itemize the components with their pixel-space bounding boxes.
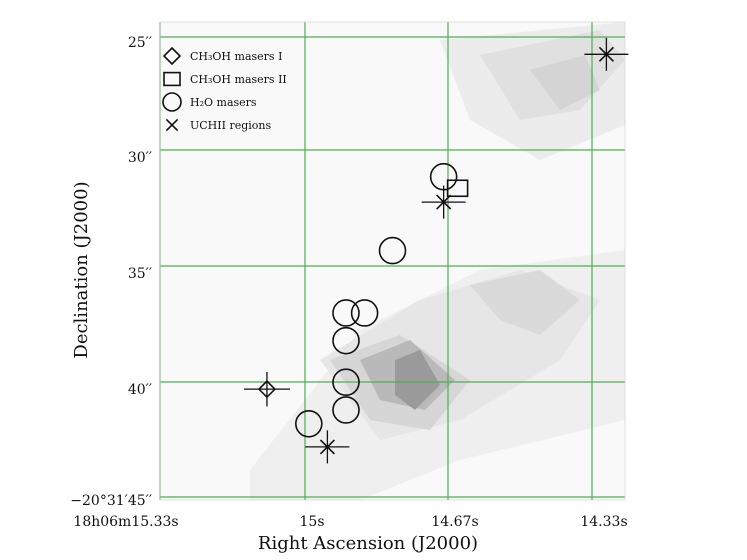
legend-entry: CH₃OH masers I	[162, 46, 282, 66]
x-axis-title: Right Ascension (J2000)	[258, 533, 478, 554]
data-point-circle	[350, 299, 379, 327]
data-point-circle	[332, 326, 360, 355]
legend-label: CH₃OH masers I	[190, 50, 282, 63]
x-tick-label: 18h06m15.33s	[73, 514, 178, 530]
legend-entry: CH₃OH masers II	[163, 71, 287, 87]
legend-entry: UCHII regions	[165, 118, 272, 132]
data-point-circle	[332, 396, 360, 424]
data-point-x-cross	[305, 430, 350, 464]
x-tick-label: 14.67s	[431, 514, 478, 530]
data-point-circle	[294, 409, 323, 438]
legend-label: H₂O masers	[190, 96, 257, 109]
series-x-cross	[305, 37, 629, 464]
series-square	[446, 179, 469, 198]
y-tick-label: 35′′	[128, 266, 152, 282]
y-tick-labels: 25′′ 30′′ 35′′ 40′′ −20°31′45′′	[70, 35, 152, 509]
series-diamond	[243, 371, 290, 407]
x-tick-label: 15s	[300, 514, 325, 530]
plot-area	[160, 22, 625, 500]
y-axis-title: Declination (J2000)	[71, 181, 92, 358]
plot-frame	[159, 21, 626, 501]
markers	[243, 37, 629, 464]
legend-marker-circle	[162, 92, 182, 112]
legend-marker-square	[163, 71, 181, 87]
x-tick-label: 14.33s	[580, 514, 627, 530]
data-point-x-cross	[584, 37, 629, 71]
legend-marker-diamond	[162, 46, 182, 66]
data-point-circle	[332, 368, 360, 397]
x-tick-labels: 18h06m15.33s 15s 14.67s 14.33s	[73, 514, 627, 530]
y-tick-label: 40′′	[128, 382, 152, 398]
data-point-circle	[332, 299, 360, 327]
legend-entry: H₂O masers	[162, 92, 257, 112]
y-tick-label: 30′′	[128, 150, 152, 166]
y-tick-label: −20°31′45′′	[70, 493, 152, 509]
data-point-x-cross	[421, 185, 466, 219]
legend-label: CH₃OH masers II	[190, 73, 287, 86]
data-point-diamond	[243, 371, 290, 407]
legend-label: UCHII regions	[190, 119, 272, 132]
continuum-image	[250, 22, 625, 500]
legend-marker-x-cross	[165, 118, 179, 132]
legend: CH₃OH masers I CH₃OH masers II H₂O masersU…	[162, 46, 287, 132]
series-circle	[294, 162, 458, 438]
data-point-square	[446, 179, 469, 198]
data-point-circle	[378, 236, 407, 265]
y-tick-label: 25′′	[128, 35, 152, 51]
